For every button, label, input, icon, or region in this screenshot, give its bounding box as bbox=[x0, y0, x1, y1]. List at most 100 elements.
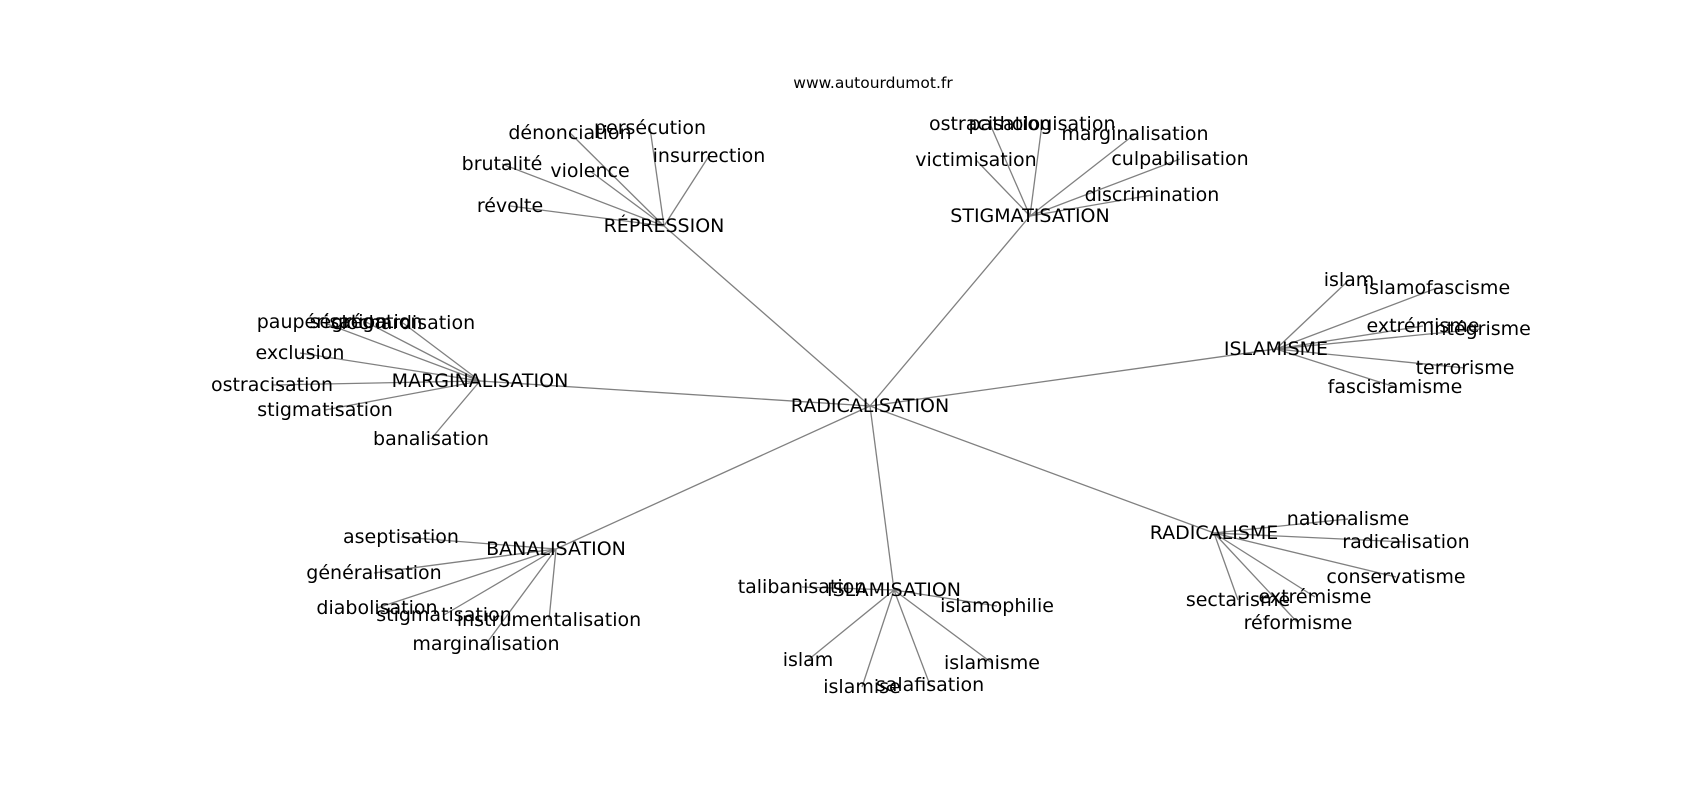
edge-cluster-to-leaf bbox=[1275, 348, 1466, 369]
edge-cluster-to-leaf bbox=[271, 380, 481, 386]
leaf-node-label: révolte bbox=[477, 195, 543, 217]
leaf-node-label: ostracisation bbox=[929, 113, 1051, 135]
leaf-node-label: instrumentalisation bbox=[457, 609, 641, 631]
edge-cluster-to-leaf bbox=[485, 548, 557, 645]
edge-cluster-to-leaf bbox=[1213, 532, 1397, 578]
cluster-node-label: STIGMATISATION bbox=[950, 205, 1109, 227]
leaf-node-label: ségrégation bbox=[310, 311, 423, 333]
leaf-node-label: dénonciation bbox=[508, 122, 631, 144]
leaf-node-label: islamisme bbox=[944, 652, 1040, 674]
edge-center-to-cluster bbox=[869, 405, 1215, 534]
edge-center-to-cluster bbox=[555, 405, 871, 550]
leaf-node-label: clochardisation bbox=[331, 312, 475, 334]
edge-cluster-to-leaf bbox=[989, 123, 1031, 217]
edge-cluster-to-leaf bbox=[589, 170, 665, 227]
leaf-node-label: islamophilie bbox=[940, 595, 1054, 617]
edge-cluster-to-leaf bbox=[1029, 133, 1136, 217]
leaf-node-label: nationalisme bbox=[1287, 508, 1409, 530]
edge-cluster-to-leaf bbox=[1275, 328, 1481, 350]
leaf-node-label: exclusion bbox=[256, 342, 345, 364]
edge-cluster-to-leaf bbox=[402, 322, 481, 382]
leaf-node-label: diabolisation bbox=[316, 597, 437, 619]
leaf-node-label: extrémisme bbox=[1366, 315, 1479, 337]
edge-cluster-to-leaf bbox=[1029, 194, 1153, 217]
leaf-node-label: radicalisation bbox=[1342, 531, 1469, 553]
edge-cluster-to-leaf bbox=[1275, 287, 1438, 350]
edge-center-to-cluster bbox=[479, 380, 871, 407]
edge-cluster-to-leaf bbox=[801, 586, 895, 591]
graph-labels: RADICALISATION RÉPRESSION dénonciationpers… bbox=[211, 113, 1531, 698]
leaf-node-label: culpabilisation bbox=[1111, 148, 1248, 170]
cluster-node-label: RADICALISME bbox=[1150, 522, 1279, 544]
edge-cluster-to-leaf bbox=[1213, 532, 1316, 598]
leaf-node-label: islamise bbox=[823, 676, 900, 698]
edge-cluster-to-leaf bbox=[509, 205, 665, 227]
edge-cluster-to-leaf bbox=[1213, 532, 1239, 601]
edge-cluster-to-leaf bbox=[299, 352, 481, 382]
leaf-node-label: ostracisation bbox=[211, 374, 333, 396]
graph-edges bbox=[271, 123, 1481, 688]
cluster-node-label: MARGINALISATION bbox=[392, 370, 569, 392]
edge-cluster-to-leaf bbox=[569, 132, 665, 227]
leaf-node-label: islam bbox=[1324, 269, 1375, 291]
edge-cluster-to-leaf bbox=[893, 589, 993, 664]
edge-cluster-to-leaf bbox=[1213, 532, 1407, 543]
edge-center-to-cluster bbox=[869, 405, 895, 591]
edge-cluster-to-leaf bbox=[649, 127, 665, 227]
edge-cluster-to-leaf bbox=[1213, 532, 1299, 624]
leaf-node-label: intégrisme bbox=[1429, 318, 1531, 340]
cluster-node-label: ISLAMISME bbox=[1224, 338, 1328, 360]
leaf-node-label: banalisation bbox=[373, 428, 489, 450]
leaf-node-label: aseptisation bbox=[343, 526, 459, 548]
leaf-node-label: islam bbox=[783, 649, 834, 671]
leaf-node-label: conservatisme bbox=[1326, 566, 1465, 588]
leaf-node-label: sectarisme bbox=[1186, 589, 1290, 611]
leaf-node-label: insurrection bbox=[653, 145, 766, 167]
leaf-node-label: pathologisation bbox=[969, 113, 1116, 135]
leaf-node-label: violence bbox=[550, 160, 629, 182]
leaf-node-label: extrémisme bbox=[1258, 586, 1371, 608]
edge-cluster-to-leaf bbox=[443, 548, 557, 616]
leaf-node-label: brutalité bbox=[462, 153, 543, 175]
leaf-node-label: stigmatisation bbox=[376, 604, 512, 626]
edge-cluster-to-leaf bbox=[975, 159, 1031, 217]
edge-cluster-to-leaf bbox=[548, 548, 557, 621]
edge-center-to-cluster bbox=[869, 348, 1277, 407]
leaf-node-label: réformisme bbox=[1244, 612, 1353, 634]
edge-cluster-to-leaf bbox=[1029, 123, 1043, 217]
edge-cluster-to-leaf bbox=[1275, 348, 1396, 388]
edge-cluster-to-leaf bbox=[430, 380, 481, 440]
edge-cluster-to-leaf bbox=[373, 548, 557, 574]
edge-cluster-to-leaf bbox=[376, 548, 557, 609]
edge-cluster-to-leaf bbox=[321, 321, 481, 382]
leaf-node-label: généralisation bbox=[306, 562, 441, 584]
leaf-node-label: stigmatisation bbox=[257, 399, 393, 421]
leaf-node-label: marginalisation bbox=[1061, 123, 1208, 145]
edge-cluster-to-leaf bbox=[893, 589, 998, 607]
source-watermark: www.autourdumot.fr bbox=[793, 74, 953, 92]
leaf-node-label: persécution bbox=[594, 117, 706, 139]
edge-cluster-to-leaf bbox=[400, 536, 557, 550]
cluster-node-label: RÉPRESSION bbox=[604, 214, 725, 237]
edge-cluster-to-leaf bbox=[324, 380, 481, 411]
edge-center-to-cluster bbox=[869, 215, 1031, 407]
leaf-node-label: marginalisation bbox=[412, 633, 559, 655]
edge-cluster-to-leaf bbox=[365, 321, 481, 382]
leaf-node-label: victimisation bbox=[915, 149, 1036, 171]
leaf-node-label: islamofascisme bbox=[1364, 277, 1510, 299]
edge-cluster-to-leaf bbox=[861, 589, 895, 688]
edge-center-to-cluster bbox=[663, 225, 871, 407]
leaf-node-label: salafisation bbox=[876, 674, 984, 696]
leaf-node-label: terrorisme bbox=[1416, 357, 1515, 379]
edge-cluster-to-leaf bbox=[501, 163, 665, 227]
leaf-node-label: paupérisation bbox=[257, 311, 388, 333]
edge-cluster-to-leaf bbox=[1275, 325, 1424, 350]
cluster-node-label: ISLAMISATION bbox=[827, 579, 961, 601]
edge-cluster-to-leaf bbox=[1213, 518, 1349, 534]
edge-cluster-to-leaf bbox=[663, 155, 710, 227]
center-node-label: RADICALISATION bbox=[791, 395, 949, 417]
edge-cluster-to-leaf bbox=[1029, 158, 1181, 217]
leaf-node-label: discrimination bbox=[1085, 184, 1220, 206]
edge-cluster-to-leaf bbox=[807, 589, 895, 661]
